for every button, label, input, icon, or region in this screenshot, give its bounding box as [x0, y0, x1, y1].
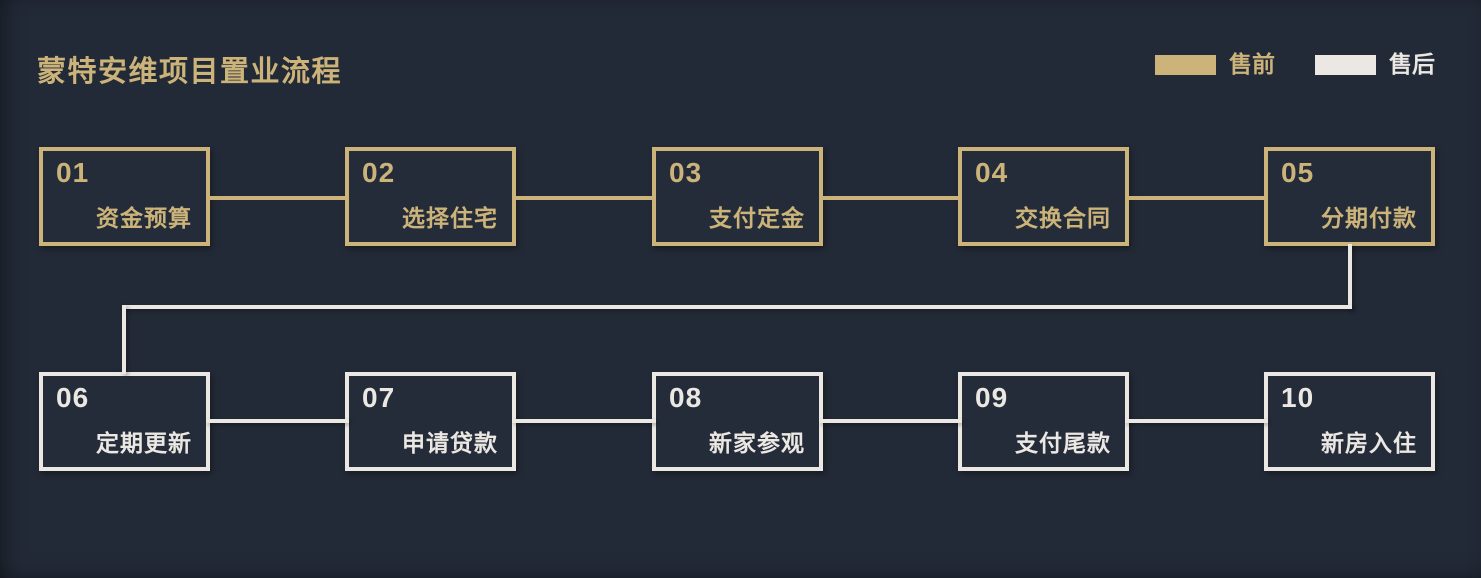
- presale-color-swatch: [1155, 54, 1216, 75]
- connector-05-06-vertical-from-05: [1348, 244, 1352, 309]
- legend-label-aftersale: 售后: [1389, 51, 1435, 77]
- step-01-label: 资金预算: [96, 205, 192, 231]
- connector-05-06-vertical-to-06: [122, 305, 126, 374]
- step-10-label: 新房入住: [1321, 430, 1417, 456]
- aftersale-color-swatch: [1315, 54, 1376, 75]
- connector-04-05: [1125, 196, 1268, 200]
- step-08-number: 08: [669, 382, 703, 413]
- step-box-07: 07 申请贷款: [345, 372, 516, 471]
- connector-07-08: [512, 419, 656, 423]
- connector-06-07: [206, 419, 349, 423]
- step-05-number: 05: [1281, 157, 1315, 188]
- connector-05-06-horizontal: [122, 305, 1352, 309]
- step-02-label: 选择住宅: [402, 205, 498, 231]
- step-07-label: 申请贷款: [402, 430, 498, 456]
- step-07-number: 07: [362, 382, 396, 413]
- step-06-label: 定期更新: [96, 430, 192, 456]
- step-04-label: 交换合同: [1015, 205, 1111, 231]
- step-box-10: 10 新房入住: [1264, 372, 1435, 471]
- connector-09-10: [1125, 419, 1268, 423]
- step-10-number: 10: [1281, 382, 1315, 413]
- step-box-08: 08 新家参观: [652, 372, 823, 471]
- step-box-05: 05 分期付款: [1264, 147, 1435, 246]
- step-box-09: 09 支付尾款: [958, 372, 1129, 471]
- step-04-number: 04: [975, 157, 1009, 188]
- step-box-02: 02 选择住宅: [345, 147, 516, 246]
- step-09-number: 09: [975, 382, 1009, 413]
- step-02-number: 02: [362, 157, 396, 188]
- legend-item-aftersale: 售后: [1315, 53, 1435, 76]
- step-box-01: 01 资金预算: [39, 147, 210, 246]
- connector-01-02: [206, 196, 349, 200]
- step-09-label: 支付尾款: [1015, 430, 1111, 456]
- connector-03-04: [819, 196, 962, 200]
- legend-item-presale: 售前: [1155, 53, 1275, 76]
- diagram-title: 蒙特安维项目置业流程: [37, 56, 343, 88]
- step-03-number: 03: [669, 157, 703, 188]
- step-05-label: 分期付款: [1321, 205, 1417, 231]
- step-08-label: 新家参观: [709, 430, 805, 456]
- step-06-number: 06: [56, 382, 90, 413]
- legend-label-presale: 售前: [1229, 51, 1275, 77]
- connector-08-09: [819, 419, 962, 423]
- connector-02-03: [512, 196, 656, 200]
- step-box-04: 04 交换合同: [958, 147, 1129, 246]
- step-03-label: 支付定金: [709, 205, 805, 231]
- step-box-03: 03 支付定金: [652, 147, 823, 246]
- legend: 售前 售后: [1155, 53, 1435, 76]
- step-box-06: 06 定期更新: [39, 372, 210, 471]
- step-01-number: 01: [56, 157, 90, 188]
